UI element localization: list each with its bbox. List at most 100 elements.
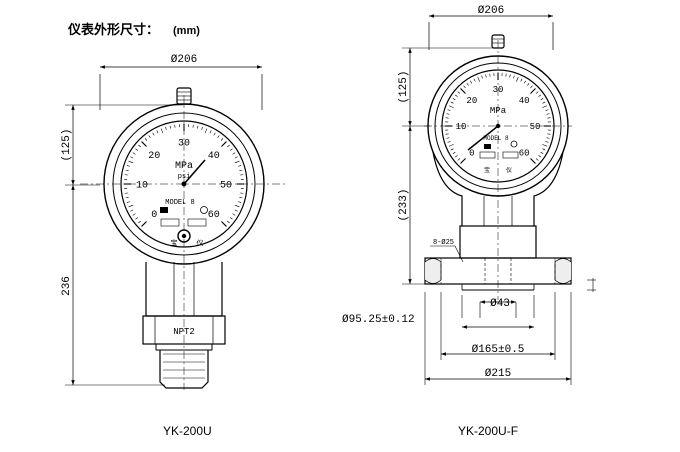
left-dial-tick: [152, 132, 155, 136]
right-dial-scale-label: 10: [456, 122, 467, 132]
left-dial-tick: [160, 128, 164, 134]
right-gauge: [402, 14, 596, 385]
right-dial-tick: [530, 85, 533, 89]
right-dial-tick: [457, 158, 461, 161]
left-dial-plug-icon: [177, 229, 191, 243]
right-dial-tick: [450, 148, 454, 151]
right-dial-tick: [535, 91, 539, 94]
right-dial-scale-label: 30: [493, 85, 504, 95]
left-dimensions-text: Ø206 (125) 236 NPT2: [61, 54, 197, 337]
right-dial-tick: [527, 82, 530, 86]
left-dial-tick: [217, 135, 220, 139]
right-dial-tick: [460, 158, 466, 164]
left-dial-tick: [141, 141, 147, 147]
right-dial-tick: [448, 105, 454, 108]
right-dial-tick: [452, 98, 456, 101]
left-dial-tick: [144, 138, 148, 141]
left-dial-tick: [229, 148, 233, 151]
right-dial-tick: [481, 75, 483, 79]
right-dial-scale-label: 40: [519, 96, 530, 106]
left-dial-tick: [204, 128, 208, 134]
right-dial-tick: [460, 88, 466, 94]
right-dial-tick: [540, 98, 544, 101]
left-dial-brand-right: 仪: [197, 239, 204, 247]
left-dial-tick: [169, 125, 171, 129]
right-dial-tick: [546, 137, 550, 139]
left-thread-label: NPT2: [173, 327, 195, 337]
left-dial-tick: [221, 141, 227, 147]
left-dim-height: 236: [61, 276, 73, 296]
right-dial-tick: [457, 91, 461, 94]
right-dial-logo-box: [484, 144, 491, 149]
left-dial-tick: [141, 221, 147, 227]
heading-title: 仪表外形尺寸：: [68, 22, 160, 37]
left-dial-unit2: psi: [178, 173, 191, 181]
right-dim-width: Ø206: [478, 5, 504, 17]
right-dial-tick: [513, 75, 515, 79]
right-dial-tick: [470, 80, 473, 84]
right-dial-scale-label: 0: [469, 148, 474, 158]
right-dial-tick: [447, 109, 451, 111]
right-dial-brand-right: 仪: [506, 167, 512, 174]
left-gauge: [65, 65, 288, 390]
right-dial-tick: [448, 144, 454, 147]
right-dial-tick: [540, 151, 544, 154]
right-dial-scale-label: 50: [530, 122, 541, 132]
left-dial-tick: [165, 126, 167, 130]
left-dial-tick: [229, 217, 233, 220]
left-dial-scale-label: 10: [136, 181, 148, 192]
left-dial-tick: [232, 152, 236, 155]
right-dial-tick: [450, 101, 454, 104]
left-dial-tick: [221, 221, 227, 227]
left-dial-logo-box: [160, 207, 168, 213]
left-dial-scale-label: 40: [208, 151, 220, 162]
left-dial-tick: [239, 197, 243, 199]
right-dial-scale-label: 20: [466, 96, 477, 106]
right-dial-tick: [545, 109, 549, 111]
right-dial-tick: [530, 158, 536, 164]
left-dial-tick: [130, 156, 134, 159]
right-dial-tick: [535, 158, 539, 161]
right-dial-tick: [477, 76, 480, 82]
left-dial-tick: [125, 169, 129, 171]
right-dial-cert-box-1: [479, 151, 496, 159]
left-dial-tick: [135, 148, 139, 151]
right-dial-tick: [516, 76, 519, 82]
right-dial-tick: [447, 141, 451, 143]
left-dial-tick: [130, 209, 134, 212]
right-dial-tick: [538, 94, 542, 97]
right-dial-ticks: [445, 73, 551, 164]
left-dial-tick: [234, 156, 238, 159]
left-dial-tick: [234, 209, 238, 212]
left-dial-tick: [232, 213, 236, 216]
right-dim-raised: Ø95.25±0.12: [342, 314, 415, 326]
left-dial-tick: [128, 204, 134, 208]
right-dim-flange: Ø215: [485, 368, 511, 380]
left-dim-width: Ø206: [171, 54, 197, 66]
left-dial-tick: [138, 144, 141, 148]
left-dial-tick: [239, 169, 243, 171]
right-dial-tick: [530, 88, 536, 94]
left-dial-pointer: [183, 159, 206, 185]
right-dial-tick: [473, 78, 476, 82]
right-dial-tick: [452, 151, 456, 154]
right-dial-tick: [454, 155, 458, 158]
left-dial-tick: [227, 144, 230, 148]
left-dial-scale-label: 20: [148, 151, 160, 162]
right-dial-model: MODEL 8: [483, 135, 509, 142]
left-dial-cert-icon: [200, 206, 208, 214]
left-dial-scale-label: 0: [151, 210, 157, 221]
right-dial-tick: [542, 148, 546, 151]
left-dial-tick: [209, 130, 212, 134]
right-dial-tick: [545, 141, 549, 143]
left-dial-tick: [132, 152, 136, 155]
right-dial-pointer: [467, 125, 499, 151]
left-dial-tick: [128, 160, 134, 164]
left-dial-tick: [156, 130, 159, 134]
left-dial-model: MODEL 8: [165, 199, 194, 207]
